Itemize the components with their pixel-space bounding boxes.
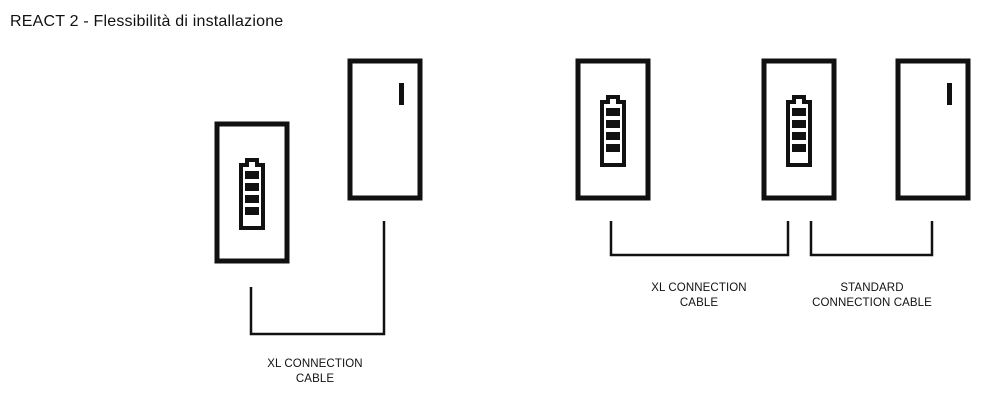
left-xl-cable-caption: XL CONNECTION CABLE [267, 358, 363, 385]
right-xl-cable-caption: XL CONNECTION CABLE [651, 282, 747, 309]
right-standard-connection-cable [809, 221, 934, 257]
right-xl-connection-cable [609, 221, 790, 257]
left-inverter-module [350, 61, 420, 198]
right-battery-module-2 [764, 61, 834, 198]
diagram-title: REACT 2 - Flessibilità di installazione [10, 13, 284, 30]
right-inverter-module [898, 61, 968, 198]
left-xl-connection-cable [249, 221, 386, 336]
right-battery-module-1 [578, 61, 648, 198]
left-battery-module [217, 124, 287, 261]
standard-cable-caption: STANDARD CONNECTION CABLE [812, 282, 932, 309]
